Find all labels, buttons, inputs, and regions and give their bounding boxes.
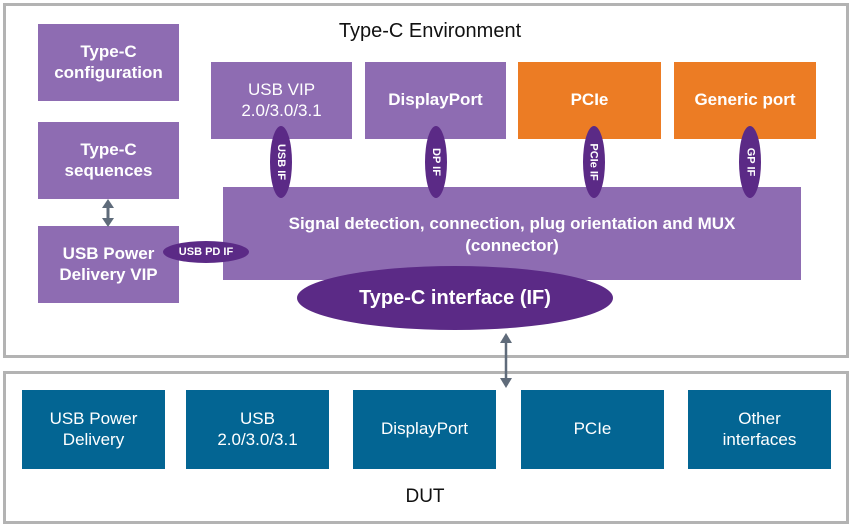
pcie-box: PCIe (518, 62, 661, 139)
pcie-if-pill: PCIe IF (583, 126, 605, 198)
dut-usb-box: USB 2.0/3.0/3.1 (186, 390, 329, 469)
usb-pd-if-pill: USB PD IF (163, 241, 249, 263)
usb-if-pill: USB IF (270, 126, 292, 198)
dut-usb-pd-box: USB Power Delivery (22, 390, 165, 469)
typec-interface-label: Type-C interface (IF) (359, 286, 551, 309)
dut-displayport-box: DisplayPort (353, 390, 496, 469)
typec-interface-ellipse: Type-C interface (IF) (297, 266, 613, 330)
usb-pd-if-label: USB PD IF (178, 246, 234, 258)
dut-pcie-box: PCIe (521, 390, 664, 469)
dut-title: DUT (405, 486, 445, 507)
typec-dut-double-arrow (500, 333, 512, 388)
gp-if-pill: GP IF (739, 126, 761, 198)
generic-port-box: Generic port (674, 62, 816, 139)
signal-detection-block: Signal detection, connection, plug orien… (223, 187, 801, 280)
signal-detection-line1: Signal detection, connection, plug orien… (288, 214, 736, 233)
sequences-pd-double-arrow (102, 199, 114, 227)
typec-environment-title: Type-C Environment (338, 20, 522, 42)
dut-other-interfaces-box: Other interfaces (688, 390, 831, 469)
dp-if-pill: DP IF (425, 126, 447, 198)
typec-configuration-box: Type-C configuration (38, 24, 179, 101)
signal-detection-line2: (connector) (465, 236, 559, 256)
usb-pd-vip-box: USB Power Delivery VIP (38, 226, 179, 303)
typec-sequences-box: Type-C sequences (38, 122, 179, 199)
